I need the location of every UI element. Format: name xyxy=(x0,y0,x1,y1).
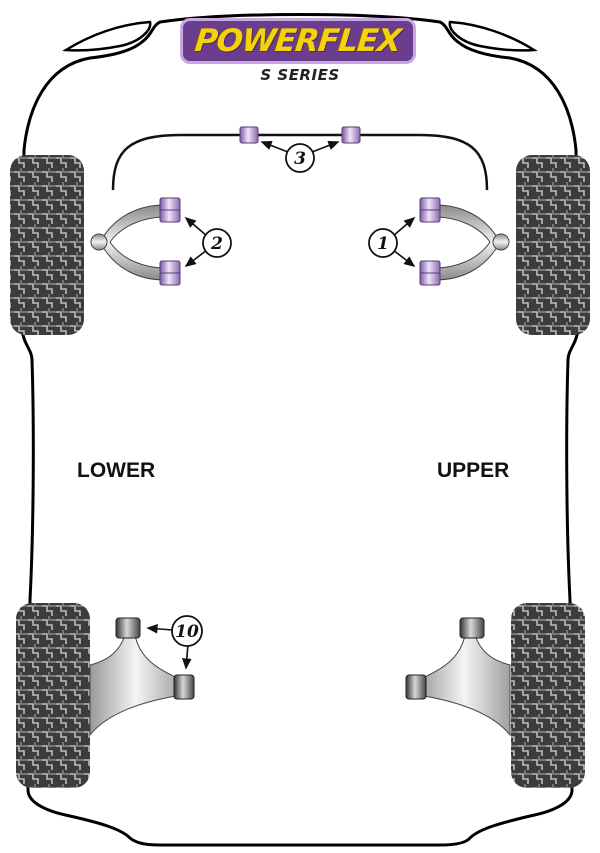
wishbone-arm-icon xyxy=(89,634,183,737)
bush-icon xyxy=(405,674,427,700)
callout-number: 10 xyxy=(175,622,199,642)
tyre-icon xyxy=(511,603,585,788)
bush-icon xyxy=(159,260,181,286)
callout-number: 1 xyxy=(377,234,389,254)
callout-2: 2 xyxy=(202,228,232,258)
series-title: S SERIES xyxy=(260,66,340,84)
bush-icon xyxy=(115,617,141,639)
bush-icon xyxy=(159,197,181,223)
lower-label: LOWER xyxy=(77,459,156,482)
bush-icon xyxy=(173,674,195,700)
wishbone-arm-icon xyxy=(90,204,166,281)
bush-icon xyxy=(341,126,361,144)
bush-icon xyxy=(419,197,441,223)
callout-1: 1 xyxy=(368,228,398,258)
powerflex-logo: POWERFLEX xyxy=(180,18,416,64)
logo-text: POWERFLEX xyxy=(193,23,403,59)
left-mirror xyxy=(62,20,152,52)
arrow-icon xyxy=(146,140,416,670)
wishbone-arm-icon xyxy=(417,634,511,737)
bush-icon xyxy=(459,617,485,639)
callout-3: 3 xyxy=(285,143,315,173)
upper-label: UPPER xyxy=(437,459,510,482)
anti-roll-bar xyxy=(111,133,489,191)
callout-10: 10 xyxy=(171,615,203,647)
bush-icon xyxy=(239,126,259,144)
tyre-icon xyxy=(10,155,84,335)
tyre-icon xyxy=(16,603,90,788)
callout-number: 2 xyxy=(210,234,223,254)
tyre-icon xyxy=(516,155,590,335)
callout-number: 3 xyxy=(294,149,306,169)
right-mirror xyxy=(448,20,538,52)
bush-icon xyxy=(419,260,441,286)
wishbone-arm-icon xyxy=(434,204,510,281)
